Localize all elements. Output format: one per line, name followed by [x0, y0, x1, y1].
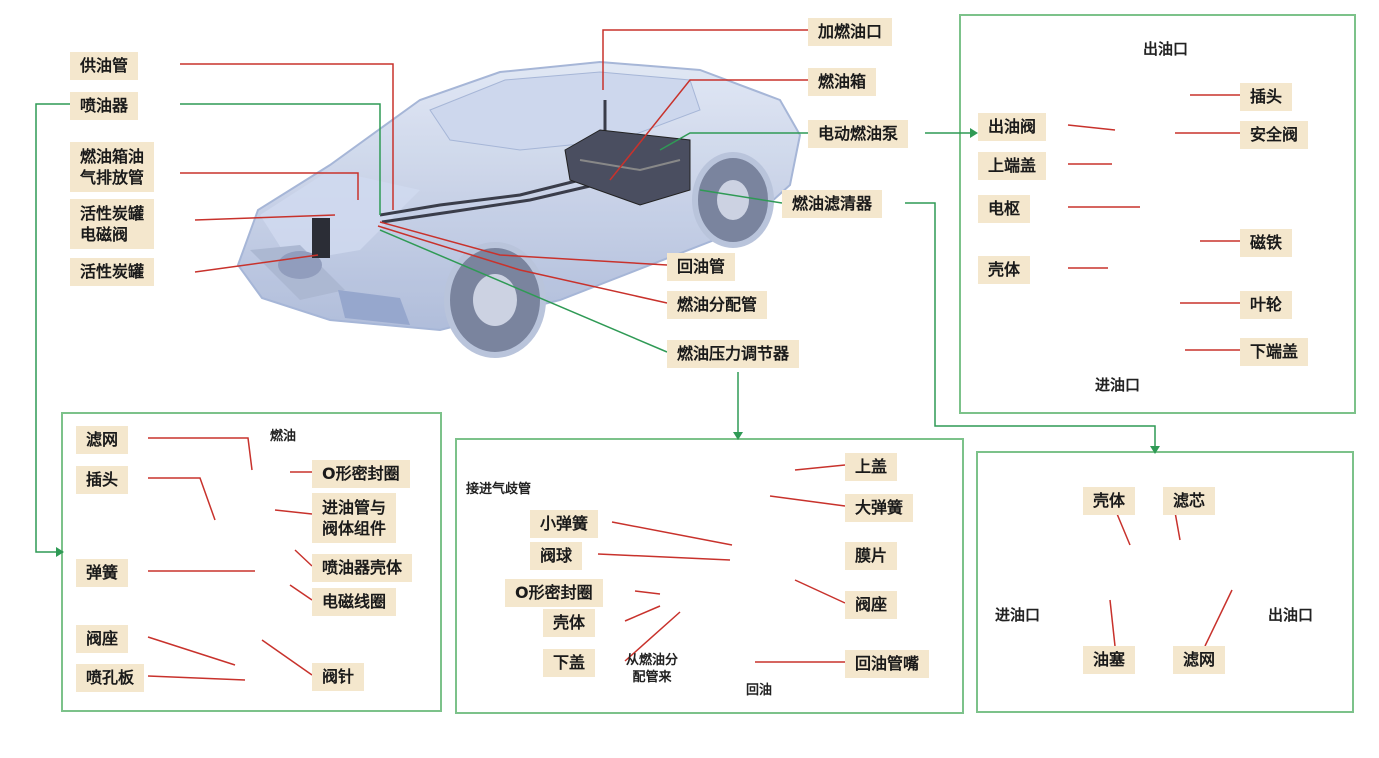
label-rail: 燃油分配管: [667, 291, 768, 319]
injector-label-needle: 阀针: [312, 663, 365, 691]
pump-label-safety-valve: 安全阀: [1240, 121, 1309, 149]
injector-label-strainer: 滤网: [76, 426, 129, 454]
pump-label-upper-cap: 上端盖: [978, 152, 1047, 180]
regulator-label-oring: O形密封圈: [505, 579, 603, 607]
label-pump: 电动燃油泵: [808, 120, 909, 148]
pump-label-check-valve: 出油阀: [978, 113, 1047, 141]
injector-label-spring: 弹簧: [76, 559, 129, 587]
regulator-label-seat: 阀座: [845, 591, 898, 619]
injector-label-body: 喷油器壳体: [312, 554, 413, 582]
canister-illustration: [312, 218, 330, 258]
pump-inlet-text: 进油口: [1095, 376, 1141, 394]
pump-outlet-text: 出油口: [1143, 40, 1189, 58]
pump-label-magnet: 磁铁: [1240, 229, 1293, 257]
regulator-label-lower-cover: 下盖: [543, 649, 596, 677]
label-return-pipe: 回油管: [667, 253, 736, 281]
label-filler: 加燃油口: [808, 18, 893, 46]
label-tank: 燃油箱: [808, 68, 877, 96]
filter-label-plug: 油塞: [1083, 646, 1136, 674]
regulator-label-diaphragm: 膜片: [845, 542, 898, 570]
injector-fuel-text: 燃油: [270, 429, 297, 444]
injector-label-nozzle-plate: 喷孔板: [76, 664, 145, 692]
filter-outlet-text: 出油口: [1268, 606, 1314, 624]
pump-label-armature: 电枢: [978, 195, 1031, 223]
label-filter: 燃油滤清器: [782, 190, 883, 218]
pump-label-lower-cap: 下端盖: [1240, 338, 1309, 366]
injector-label-coil: 电磁线圈: [312, 588, 397, 616]
regulator-from-rail-text: 从燃油分 配管来: [626, 653, 679, 685]
label-fuel-supply-pipe: 供油管: [70, 52, 139, 80]
filter-label-housing: 壳体: [1083, 487, 1136, 515]
regulator-label-upper-cover: 上盖: [845, 453, 898, 481]
pump-label-impeller: 叶轮: [1240, 291, 1293, 319]
pump-label-plug: 插头: [1240, 83, 1293, 111]
regulator-label-return-nozzle: 回油管嘴: [845, 650, 930, 678]
regulator-to-manifold-text: 接进气歧管: [466, 482, 532, 497]
regulator-label-small-spring: 小弹簧: [530, 510, 599, 538]
label-canister-valve: 活性炭罐 电磁阀: [70, 199, 155, 249]
label-canister: 活性炭罐: [70, 258, 155, 286]
injector-label-valve-seat: 阀座: [76, 625, 129, 653]
filter-label-element: 滤芯: [1163, 487, 1216, 515]
label-tank-vent-pipe: 燃油箱油 气排放管: [70, 142, 155, 192]
injector-label-plug: 插头: [76, 466, 129, 494]
regulator-label-big-spring: 大弹簧: [845, 494, 914, 522]
injector-label-inlet-assembly: 进油管与 阀体组件: [312, 493, 397, 543]
label-regulator: 燃油压力调节器: [667, 340, 800, 368]
filter-label-screen: 滤网: [1173, 646, 1226, 674]
filter-inlet-text: 进油口: [995, 606, 1041, 624]
regulator-return-oil-text: 回油: [746, 683, 773, 698]
label-injector: 喷油器: [70, 92, 139, 120]
injector-label-oring: O形密封圈: [312, 460, 410, 488]
regulator-label-ball: 阀球: [530, 542, 583, 570]
pump-label-housing: 壳体: [978, 256, 1031, 284]
regulator-label-housing: 壳体: [543, 609, 596, 637]
